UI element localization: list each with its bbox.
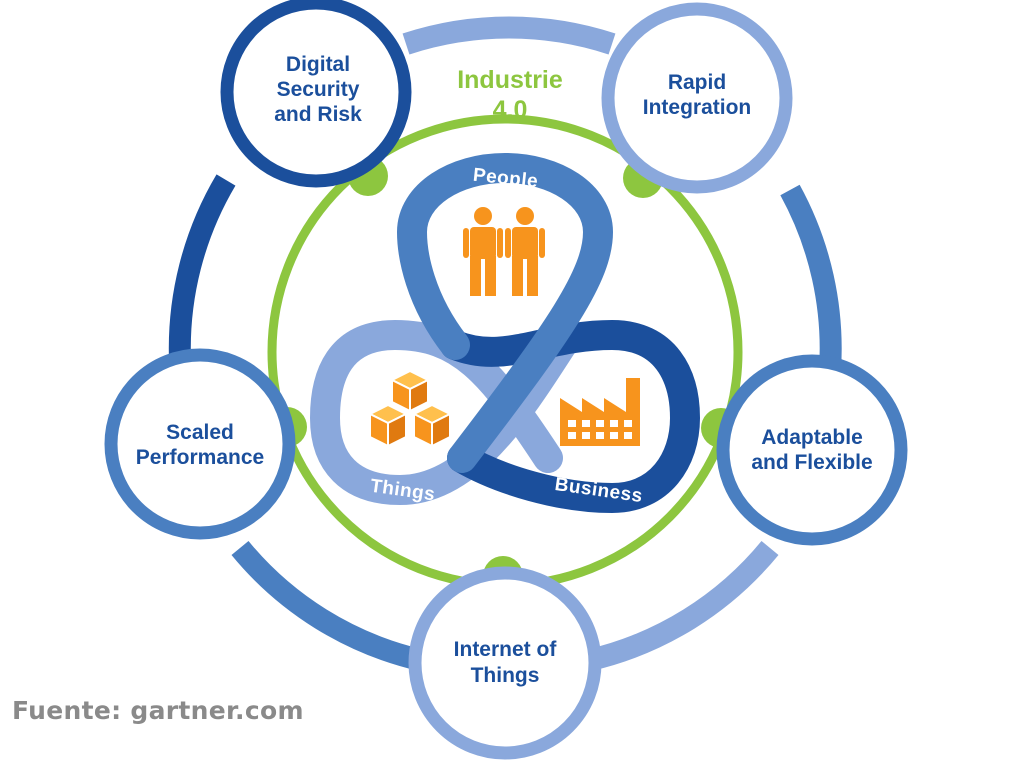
svg-text:4.0: 4.0 xyxy=(493,96,528,124)
svg-text:Digital: Digital xyxy=(286,53,350,76)
people-icon xyxy=(463,207,545,296)
outer-ring-segment-left-bottom xyxy=(231,541,423,671)
source-caption: Fuente: gartner.com xyxy=(12,696,304,725)
node-digital-security: Digital Security and Risk xyxy=(220,0,412,188)
svg-text:Scaled: Scaled xyxy=(166,421,234,444)
svg-text:Things: Things xyxy=(471,664,540,687)
svg-text:Industrie: Industrie xyxy=(457,66,563,94)
outer-ring-segment-left-top xyxy=(168,174,236,361)
svg-text:Performance: Performance xyxy=(136,446,264,469)
outer-ring-segment-right-bottom xyxy=(587,541,779,671)
node-scaled-performance: Scaled Performance xyxy=(104,348,296,540)
svg-text:Rapid: Rapid xyxy=(668,71,726,94)
factory-icon xyxy=(560,378,640,446)
diagram-title: Industrie 4.0 xyxy=(457,66,563,124)
cubes-icon xyxy=(369,370,451,447)
node-adaptable-flexible: Adaptable and Flexible xyxy=(716,354,908,546)
svg-text:Integration: Integration xyxy=(643,96,752,119)
svg-text:Internet of: Internet of xyxy=(454,638,558,661)
loop-people xyxy=(396,152,614,473)
svg-text:and Flexible: and Flexible xyxy=(751,451,872,474)
svg-text:Adaptable: Adaptable xyxy=(761,426,863,449)
outer-ring xyxy=(168,16,842,671)
trefoil xyxy=(309,152,701,514)
node-internet-of-things: Internet of Things xyxy=(408,566,602,760)
node-rapid-integration: Rapid Integration xyxy=(601,2,793,194)
outer-ring-segment-top xyxy=(402,16,616,55)
outer-ring-segment-right xyxy=(780,184,842,371)
svg-text:Security: Security xyxy=(277,78,360,101)
svg-text:and Risk: and Risk xyxy=(274,103,362,126)
